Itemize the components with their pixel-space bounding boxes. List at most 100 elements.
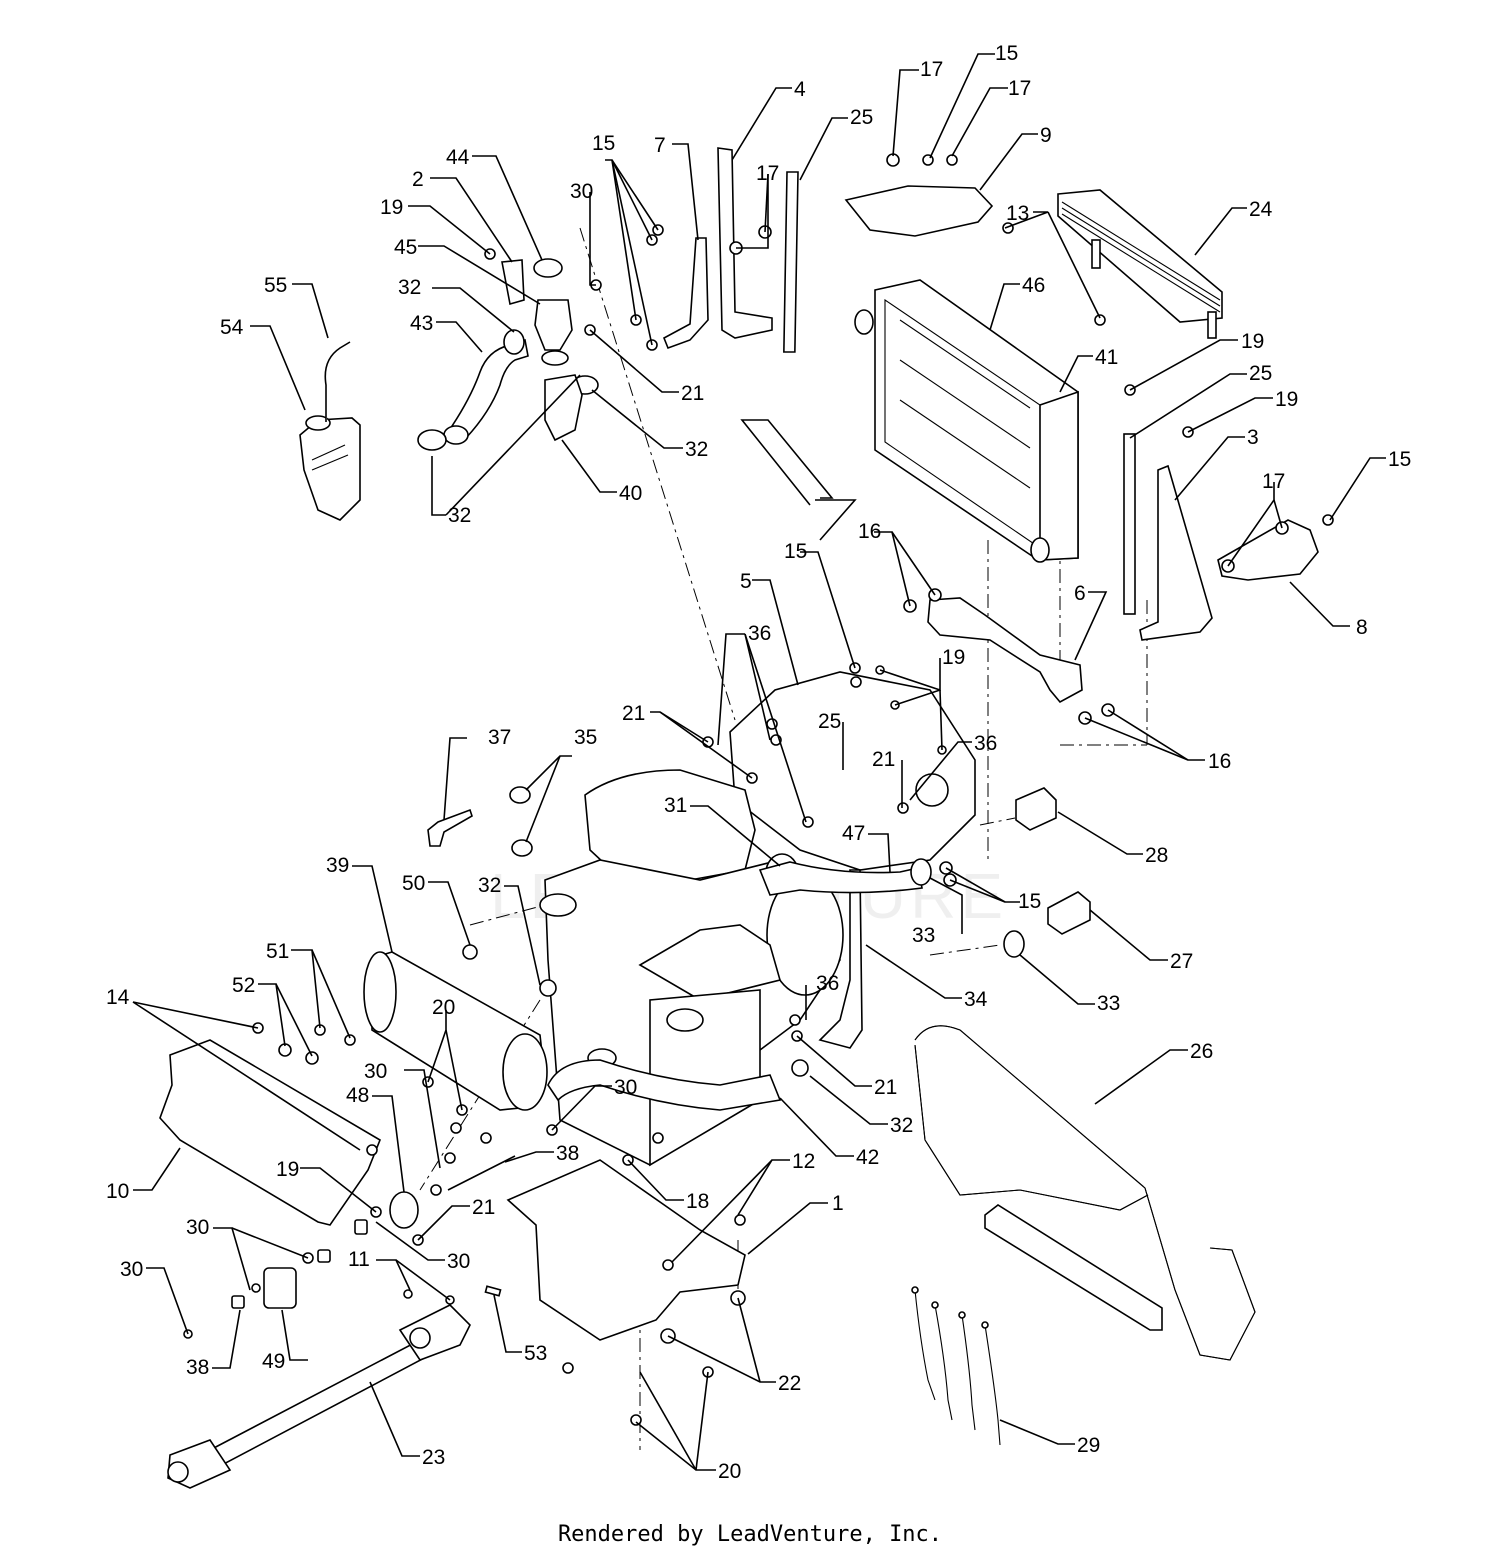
callout-2: 2 <box>412 168 424 191</box>
spacer-tube <box>447 1155 516 1191</box>
callout-20-b: 20 <box>718 1460 741 1483</box>
callout-53: 53 <box>524 1342 547 1365</box>
callout-12: 12 <box>792 1150 815 1173</box>
callout-54: 54 <box>220 316 244 339</box>
callout-39: 39 <box>326 854 349 877</box>
callout-32-b: 32 <box>685 438 708 461</box>
hose-end <box>443 425 469 445</box>
callout-50: 50 <box>402 872 425 895</box>
bypass-hose <box>758 861 923 896</box>
callout-25-a: 25 <box>850 106 873 129</box>
seal-strip <box>1123 433 1136 615</box>
callout-27: 27 <box>1170 950 1193 973</box>
callout-22: 22 <box>778 1372 801 1395</box>
callout-20-a: 20 <box>432 996 455 1019</box>
callout-13: 13 <box>1006 202 1029 225</box>
sensor <box>427 808 473 847</box>
callout-41: 41 <box>1095 346 1118 369</box>
callout-25-b: 25 <box>1249 362 1272 385</box>
filler-bracket <box>501 259 525 306</box>
callout-30-c: 30 <box>614 1076 637 1099</box>
callout-19-d: 19 <box>942 646 965 669</box>
connector-27 <box>1047 891 1091 935</box>
callout-32-e: 32 <box>890 1114 913 1137</box>
callout-30-b: 30 <box>364 1060 387 1083</box>
callout-43: 43 <box>410 312 433 335</box>
callout-17-b: 17 <box>1008 77 1031 100</box>
callout-30-a: 30 <box>570 180 593 203</box>
plug <box>511 839 533 857</box>
callout-36-c: 36 <box>816 972 839 995</box>
callout-35: 35 <box>574 726 597 749</box>
callout-6: 6 <box>1074 582 1086 605</box>
callout-55: 55 <box>264 274 287 297</box>
callout-25-c: 25 <box>818 710 841 733</box>
callout-45: 45 <box>394 236 417 259</box>
bracket-4 <box>717 147 773 339</box>
leader-lines <box>132 53 1386 1471</box>
callout-5: 5 <box>740 570 752 593</box>
lower-hose-section <box>544 374 583 442</box>
engine-back-plate <box>818 869 863 1049</box>
side-cover <box>1217 519 1319 581</box>
callout-37: 37 <box>488 726 511 749</box>
callout-11: 11 <box>348 1248 370 1271</box>
hose-clamp <box>503 329 525 355</box>
callout-24: 24 <box>1249 198 1273 221</box>
callout-47: 47 <box>842 822 865 845</box>
callout-42: 42 <box>856 1146 879 1169</box>
callout-34: 34 <box>964 988 988 1011</box>
callout-15-e: 15 <box>1018 890 1041 913</box>
callout-17-a: 17 <box>920 58 943 81</box>
callout-17-c: 17 <box>756 162 779 185</box>
callout-46: 46 <box>1022 274 1045 297</box>
callout-21-a: 21 <box>622 702 645 725</box>
callout-21-c: 21 <box>872 748 895 771</box>
shroud-cover <box>844 185 994 237</box>
shroud-port <box>915 773 949 807</box>
callout-16-a: 16 <box>858 520 881 543</box>
oil-cooler <box>1057 189 1223 339</box>
callout-32-a: 32 <box>398 276 421 299</box>
callout-1: 1 <box>832 1192 844 1215</box>
fuel-filter <box>263 1267 297 1309</box>
callout-31: 31 <box>664 794 687 817</box>
heat-shield <box>159 1039 381 1226</box>
callout-9: 9 <box>1040 124 1052 147</box>
callout-19-c: 19 <box>1275 388 1298 411</box>
callout-32-c: 32 <box>448 504 471 527</box>
callout-51: 51 <box>266 940 289 963</box>
callout-30-e: 30 <box>186 1216 209 1239</box>
callout-15-a: 15 <box>592 132 615 155</box>
callout-36-a: 36 <box>748 622 771 645</box>
hood-seal <box>914 1025 1256 1361</box>
callout-21-d: 21 <box>874 1076 897 1099</box>
fitting <box>231 1295 245 1309</box>
callout-52: 52 <box>232 974 255 997</box>
callout-32-d: 32 <box>478 874 501 897</box>
callout-38-b: 38 <box>186 1356 209 1379</box>
callout-10: 10 <box>106 1180 129 1203</box>
plug <box>509 786 531 804</box>
grommet <box>910 858 932 886</box>
callout-30-d: 30 <box>447 1250 470 1273</box>
callout-15-c: 15 <box>1388 448 1411 471</box>
overflow-hose <box>324 341 351 422</box>
coolant-reservoir <box>299 415 361 521</box>
key <box>484 1285 502 1297</box>
render-credit: Rendered by LeadVenture, Inc. <box>557 1522 943 1547</box>
bracket-7 <box>662 237 709 350</box>
drive-shaft <box>167 1304 471 1489</box>
callout-26: 26 <box>1190 1040 1213 1063</box>
callout-15-b: 15 <box>995 42 1018 65</box>
hose-clamp <box>541 350 569 366</box>
muffler <box>363 951 548 1111</box>
upper-radiator-hose <box>446 338 529 439</box>
radiator-cap <box>533 258 563 278</box>
callout-15-d: 15 <box>784 540 807 563</box>
filler-neck <box>534 299 573 351</box>
callout-4: 4 <box>794 78 806 101</box>
callout-labels: 1 2 3 4 5 6 7 8 9 10 11 12 13 14 15 15 1… <box>106 42 1411 1483</box>
callout-17-d: 17 <box>1262 470 1285 493</box>
callout-23: 23 <box>422 1446 445 1469</box>
